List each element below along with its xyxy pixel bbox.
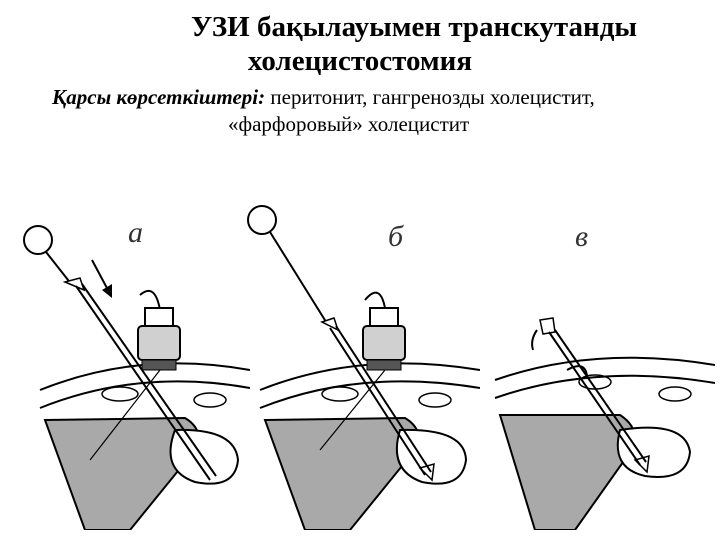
- contraindications-text-2: «фарфоровый» холецистит: [228, 112, 470, 136]
- figure-panel-a: а: [10, 190, 250, 530]
- panel-c-letter: в: [575, 220, 588, 253]
- page-title: УЗИ бақылауымен транскутанды холецистост…: [0, 10, 720, 78]
- figure-panel-a-drawing: а: [23, 216, 250, 530]
- figure-panel-b: б: [240, 190, 480, 530]
- figure-panel-c-drawing: в: [494, 220, 715, 530]
- figure-panel-b-drawing: б: [247, 205, 480, 530]
- figure-panel-c: в: [475, 190, 715, 530]
- panel-b-letter: б: [388, 220, 404, 253]
- panel-a-letter: а: [128, 216, 143, 249]
- contraindications-text-1: перитонит, гангренозды холецистит,: [265, 85, 595, 109]
- title-line-2: холецистостомия: [247, 45, 473, 77]
- contraindications: Қарсы көрсеткіштері: перитонит, гангрено…: [52, 84, 692, 138]
- contraindications-label: Қарсы көрсеткіштері:: [52, 85, 266, 109]
- title-line-1: УЗИ бақылауымен транскутанды: [190, 11, 638, 43]
